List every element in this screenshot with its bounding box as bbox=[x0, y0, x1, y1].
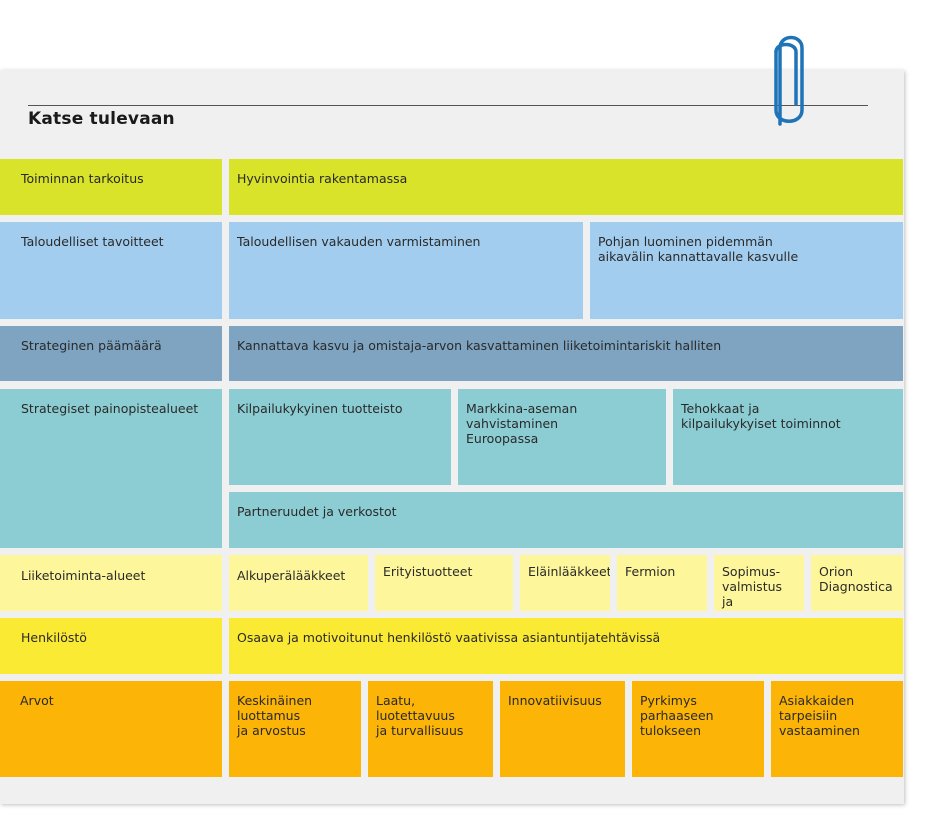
liiketoiminta-cell-6: Orion Diagnostica bbox=[811, 555, 903, 611]
row-label-tarkoitus: Toiminnan tarkoitus bbox=[0, 159, 222, 215]
liiketoiminta-cell-4: Fermion bbox=[617, 555, 707, 611]
tavoitteet-cell-2: Pohjan luominen pidemmän aikavälin kanna… bbox=[590, 222, 903, 319]
liiketoiminta-cell-1: Alkuperälääkkeet bbox=[229, 555, 368, 611]
page-title: Katse tulevaan bbox=[28, 109, 175, 129]
painopiste-cell-4: Partneruudet ja verkostot bbox=[229, 492, 903, 548]
tavoitteet-cell-1: Taloudellisen vakauden varmistaminen bbox=[229, 222, 583, 319]
row-label-paamaara: Strateginen päämäärä bbox=[0, 326, 222, 381]
title-divider bbox=[28, 105, 868, 106]
liiketoiminta-cell-3: Eläinlääkkeet bbox=[520, 555, 610, 611]
tarkoitus-cell: Hyvinvointia rakentamassa bbox=[229, 159, 903, 215]
row-label-henkilosto: Henkilöstö bbox=[0, 618, 222, 674]
arvot-cell-1: Keskinäinen luottamus ja arvostus bbox=[229, 681, 361, 777]
painopiste-cell-1: Kilpailukykyinen tuotteisto bbox=[229, 389, 451, 485]
row-label-arvot: Arvot bbox=[0, 681, 222, 777]
painopiste-cell-2: Markkina-aseman vahvistaminen Euroopassa bbox=[458, 389, 666, 485]
row-label-liiketoiminta: Liiketoiminta-alueet bbox=[0, 555, 222, 611]
paperclip-icon bbox=[774, 35, 804, 126]
arvot-cell-2: Laatu, luotettavuus ja turvallisuus bbox=[368, 681, 493, 777]
arvot-cell-3: Innovatiivisuus bbox=[500, 681, 625, 777]
paamaara-cell: Kannattava kasvu ja omistaja-arvon kasva… bbox=[229, 326, 903, 381]
liiketoiminta-cell-5: Sopimus- valmistus ja muut bbox=[714, 555, 804, 611]
painopiste-cell-3: Tehokkaat ja kilpailukykyiset toiminnot bbox=[673, 389, 903, 485]
row-label-tavoitteet: Taloudelliset tavoitteet bbox=[0, 222, 222, 319]
row-label-painopistealueet: Strategiset painopistealueet bbox=[0, 389, 222, 548]
henkilosto-cell: Osaava ja motivoitunut henkilöstö vaativ… bbox=[229, 618, 903, 674]
arvot-cell-5: Asiakkaiden tarpeisiin vastaaminen bbox=[771, 681, 903, 777]
arvot-cell-4: Pyrkimys parhaaseen tulokseen bbox=[632, 681, 764, 777]
liiketoiminta-cell-2: Erityistuotteet bbox=[375, 555, 513, 611]
